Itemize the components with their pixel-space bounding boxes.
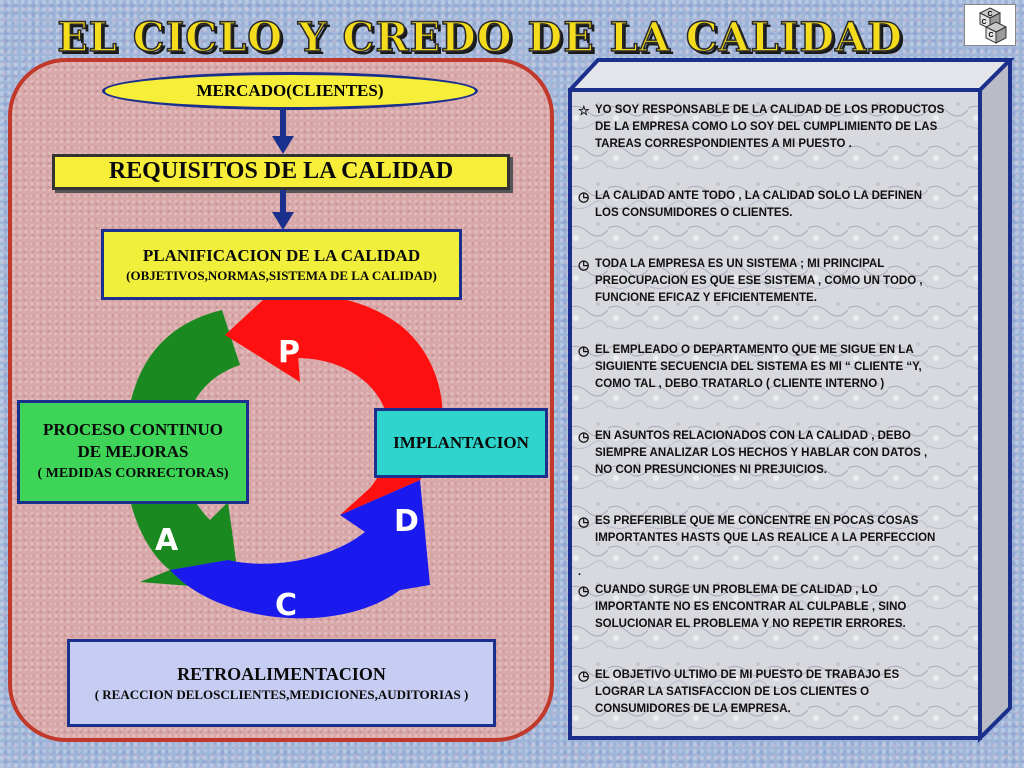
clock-icon: ◷ — [578, 514, 590, 529]
mercado-oval: MERCADO(CLIENTES) — [102, 72, 478, 110]
logo: C C C — [964, 4, 1016, 46]
requisitos-box: REQUISITOS DE LA CALIDAD — [52, 154, 510, 190]
panel-front-face — [568, 88, 982, 740]
proceso-line1: PROCESO CONTINUO — [43, 420, 223, 439]
planificacion-title: PLANIFICACION DE LA CALIDAD — [142, 246, 421, 265]
creed-item: ◷ EN ASUNTOS RELACIONADOS CON LA CALIDAD… — [578, 428, 973, 479]
arrow-down-icon — [272, 110, 294, 154]
proceso-mejoras-box: PROCESO CONTINUO DE MEJORAS ( MEDIDAS CO… — [17, 400, 249, 504]
clock-icon: ◷ — [578, 257, 590, 272]
creed-item: ◷ ES PREFERIBLE QUE ME CONCENTRE EN POCA… — [578, 513, 973, 547]
panel-top-face — [568, 58, 1014, 92]
retro-title: RETROALIMENTACION — [177, 664, 386, 684]
cycle-letter-d: D — [394, 504, 419, 539]
clock-icon: ◷ — [578, 429, 590, 444]
page-title: EL CICLO Y CREDO DE LA CALIDAD — [56, 13, 903, 62]
logo-letter: C — [987, 11, 992, 18]
retro-subtitle: ( REACCION DELOSCLIENTES,MEDICIONES,AUDI… — [94, 687, 469, 702]
proceso-line2: DE MEJORAS — [77, 442, 189, 461]
planificacion-subtitle: (OBJETIVOS,NORMAS,SISTEMA DE LA CALIDAD) — [126, 268, 437, 283]
planificacion-box: PLANIFICACION DE LA CALIDAD (OBJETIVOS,N… — [101, 229, 462, 300]
clock-icon: ◷ — [578, 668, 590, 683]
stray-dot: . — [578, 566, 582, 578]
cycle-segment-c — [170, 480, 430, 619]
star-icon: ☆ — [578, 103, 590, 118]
creed-item: ◷ LA CALIDAD ANTE TODO , LA CALIDAD SOLO… — [578, 188, 973, 222]
creed-item-text: EL OBJETIVO ULTIMO DE MI PUESTO DE TRABA… — [595, 669, 900, 715]
creed-item-text: YO SOY RESPONSABLE DE LA CALIDAD DE LOS … — [595, 104, 945, 150]
creed-item-text: CUANDO SURGE UN PROBLEMA DE CALIDAD , LO… — [595, 584, 907, 630]
creed-item-text: LA CALIDAD ANTE TODO , LA CALIDAD SOLO L… — [595, 190, 923, 219]
creed-item: ◷ TODA LA EMPRESA ES UN SISTEMA ; MI PRI… — [578, 256, 973, 307]
clock-icon: ◷ — [578, 343, 590, 358]
creed-item: ◷ EL EMPLEADO O DEPARTAMENTO QUE ME SIGU… — [578, 342, 973, 393]
creed-item-text: EL EMPLEADO O DEPARTAMENTO QUE ME SIGUE … — [595, 344, 922, 390]
creed-item-text: EN ASUNTOS RELACIONADOS CON LA CALIDAD ,… — [595, 430, 928, 476]
creed-item: ☆ YO SOY RESPONSABLE DE LA CALIDAD DE LO… — [578, 102, 973, 153]
clock-icon: ◷ — [578, 583, 590, 598]
logo-letter: C — [988, 32, 993, 39]
logo-cubes-icon: C C C — [978, 7, 1008, 44]
clock-icon: ◷ — [578, 189, 590, 204]
cycle-segment-p — [225, 275, 385, 382]
creed-panel — [568, 58, 1014, 743]
arrow-down-icon — [272, 190, 294, 230]
implantacion-box: IMPLANTACION — [374, 408, 548, 478]
retroalimentacion-box: RETROALIMENTACION ( REACCION DELOSCLIENT… — [67, 639, 496, 727]
cycle-letter-a: A — [155, 523, 179, 558]
creed-item: ◷ CUANDO SURGE UN PROBLEMA DE CALIDAD , … — [578, 582, 973, 633]
logo-letter: C — [981, 19, 986, 26]
cycle-letter-p: P — [278, 335, 300, 370]
proceso-subtitle: ( MEDIDAS CORRECTORAS) — [37, 466, 229, 481]
panel-side-face — [978, 58, 1012, 743]
creed-item-text: TODA LA EMPRESA ES UN SISTEMA ; MI PRINC… — [595, 258, 923, 304]
cycle-segment-a — [125, 310, 240, 590]
creed-item-text: ES PREFERIBLE QUE ME CONCENTRE EN POCAS … — [595, 515, 936, 544]
cycle-letter-c: C — [275, 588, 297, 623]
creed-item: ◷ EL OBJETIVO ULTIMO DE MI PUESTO DE TRA… — [578, 667, 973, 718]
